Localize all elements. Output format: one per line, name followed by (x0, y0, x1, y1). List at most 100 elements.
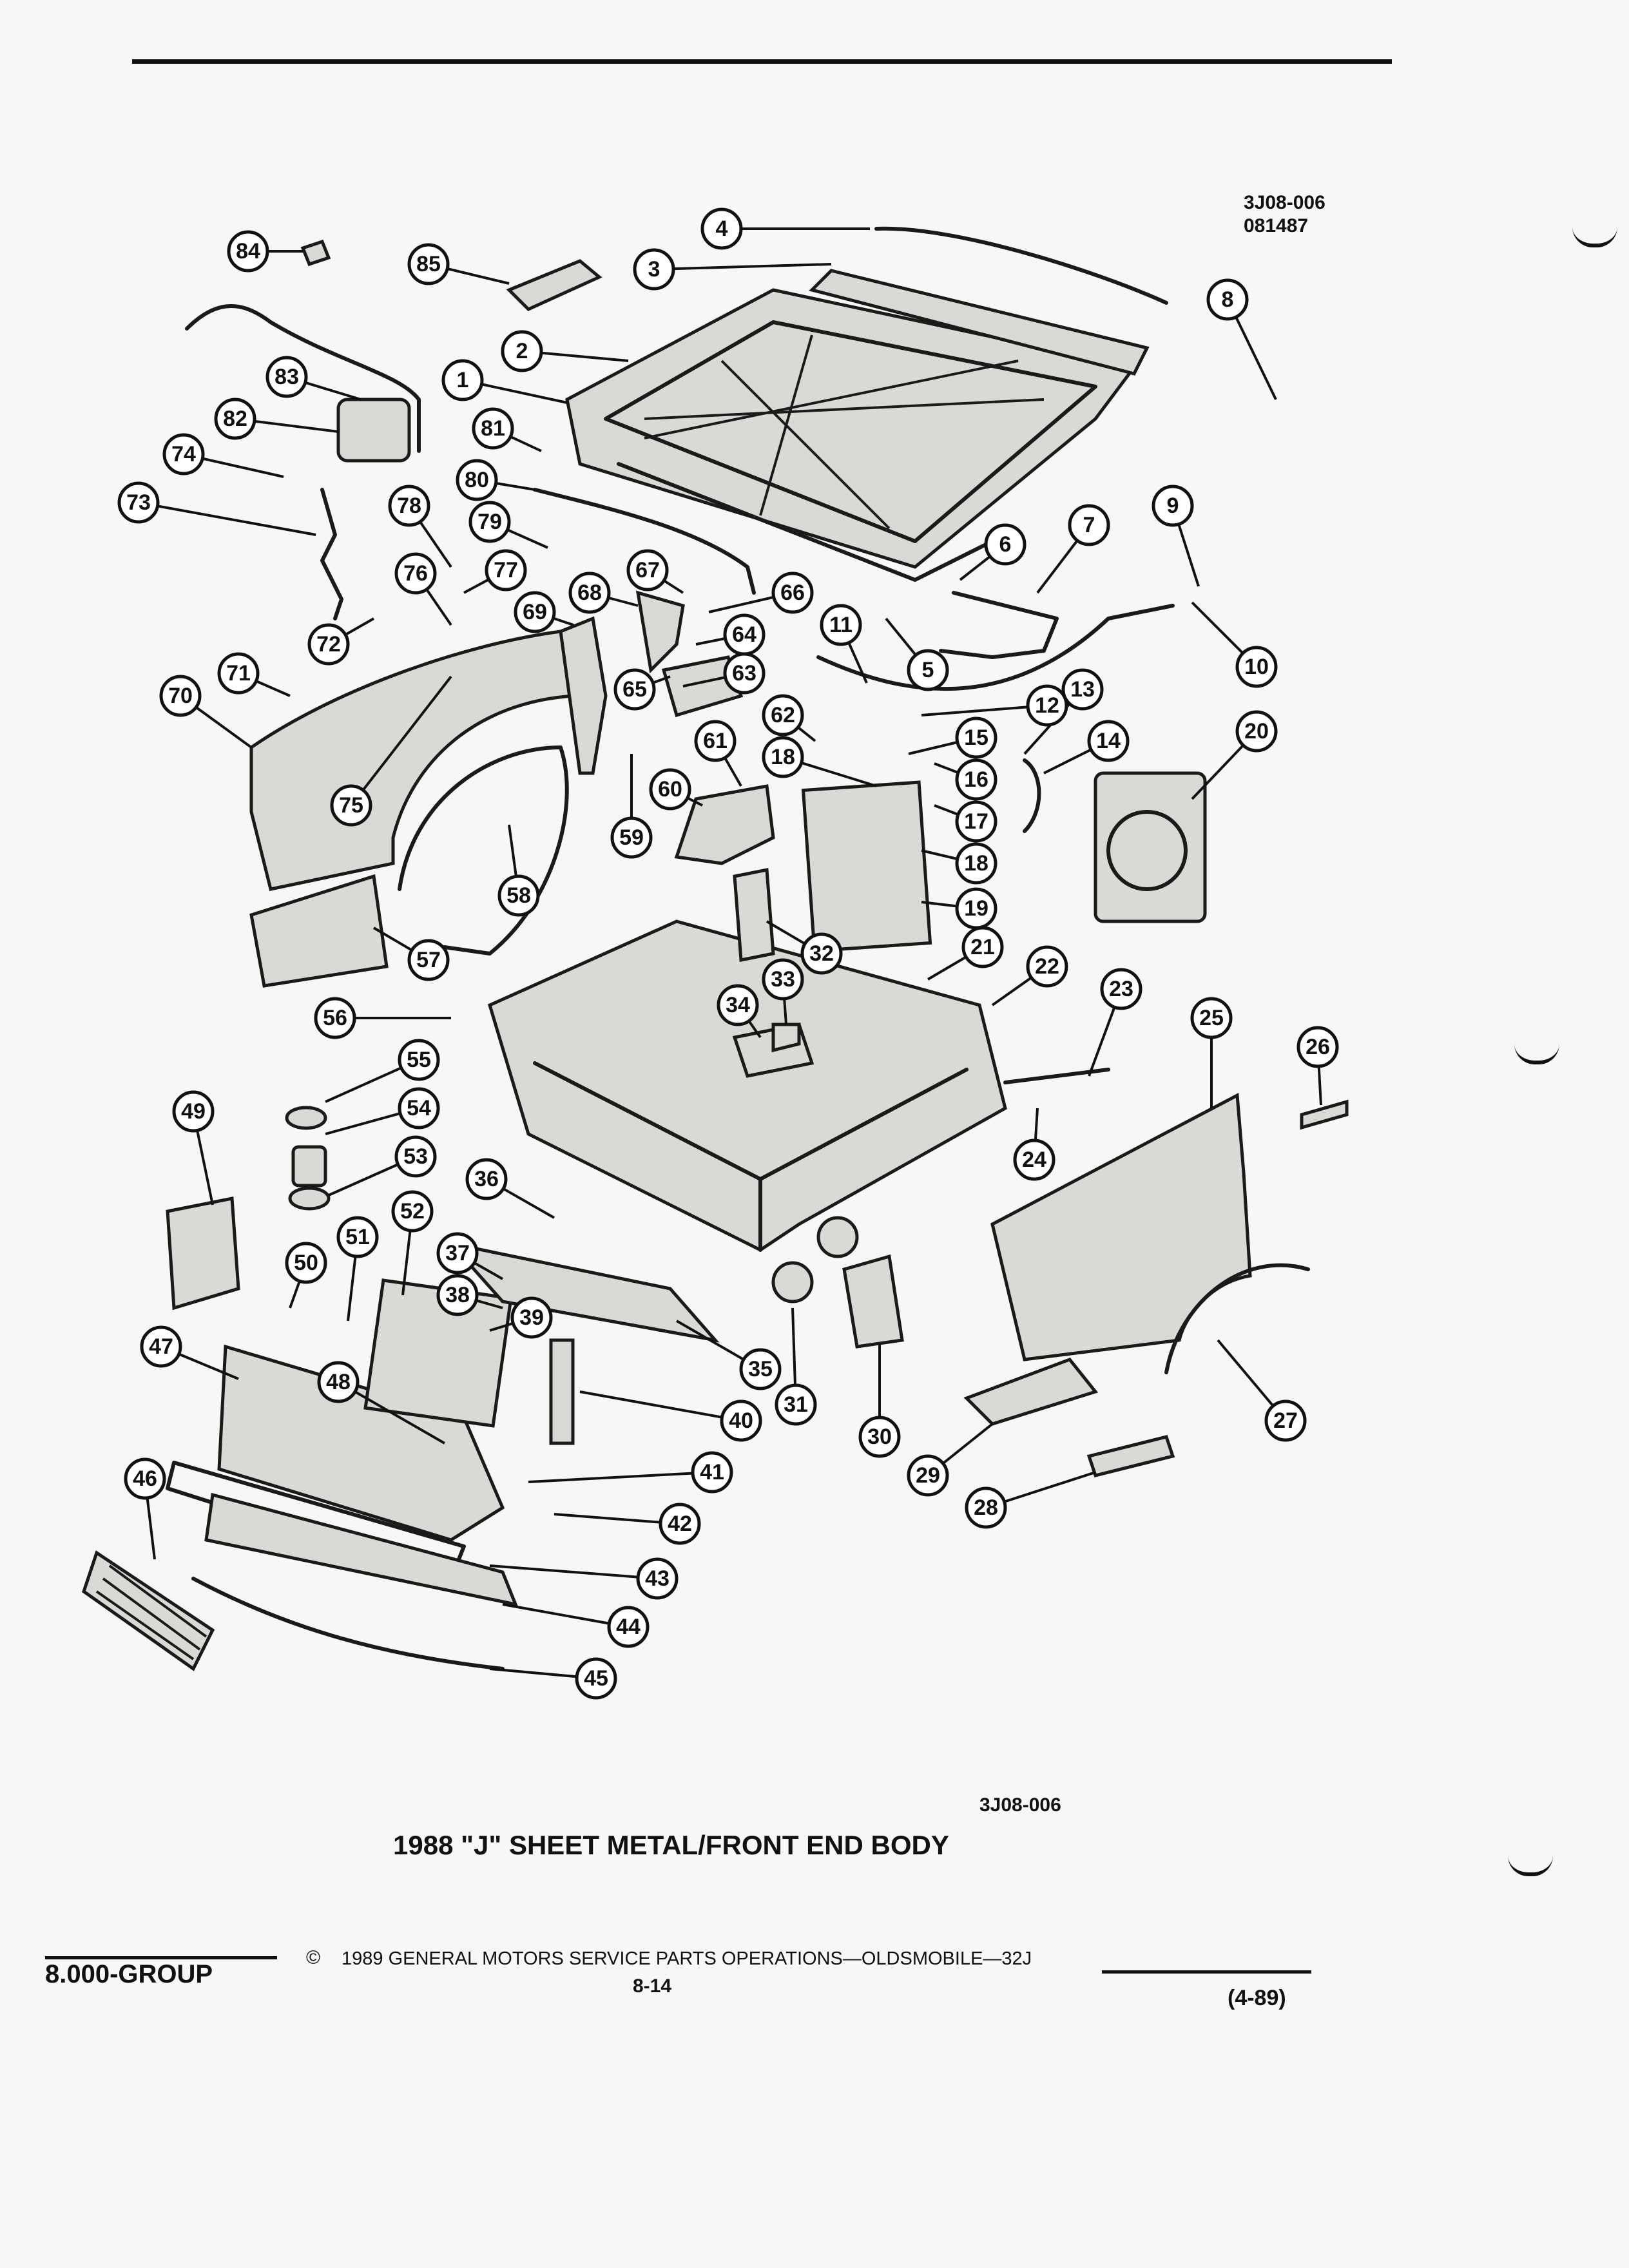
callout-number-43: 43 (645, 1566, 670, 1591)
callout-circle-12 (1026, 684, 1068, 727)
callout-circle-7 (1068, 504, 1110, 546)
callout-circle-27 (1264, 1399, 1307, 1442)
callout-47: 47 (140, 1325, 182, 1368)
leader-line-43 (489, 1564, 658, 1580)
callout-1: 1 (441, 359, 484, 401)
binder-mark-1 (1572, 227, 1617, 247)
callout-circle-73 (117, 481, 160, 524)
seal-drawing (549, 1338, 575, 1445)
footer-rule-right (1102, 1970, 1311, 1974)
callout-circle-30 (858, 1416, 901, 1458)
hood-hinge-drawing (506, 259, 602, 311)
callout-42: 42 (659, 1503, 701, 1545)
callout-circle-56 (314, 997, 356, 1039)
callout-number-39: 39 (519, 1305, 544, 1330)
callout-6: 6 (984, 523, 1027, 566)
callout-48: 48 (317, 1361, 360, 1403)
callout-circle-1 (441, 359, 484, 401)
callout-circle-17 (955, 800, 998, 843)
callout-number-80: 80 (465, 468, 489, 492)
hood-bumper-drawing (300, 239, 331, 267)
callout-number-85: 85 (416, 252, 441, 276)
callout-number-50: 50 (294, 1251, 318, 1275)
callout-number-54: 54 (407, 1096, 431, 1120)
callout-circle-81 (472, 407, 514, 450)
callout-number-5: 5 (922, 658, 934, 682)
callout-circle-78 (388, 485, 430, 527)
callout-19: 19 (955, 887, 998, 930)
callout-14: 14 (1087, 720, 1130, 762)
callout-49: 49 (172, 1090, 215, 1133)
callout-circle-35 (739, 1348, 782, 1390)
callout-76: 76 (394, 552, 437, 595)
callout-number-3: 3 (648, 257, 660, 282)
callout-circle-85 (407, 243, 450, 285)
bracket-33-drawing (771, 1023, 801, 1053)
callout-circle-66 (771, 572, 814, 614)
callout-81: 81 (472, 407, 514, 450)
fender-lamp-drawing (1086, 1435, 1175, 1477)
battery-tray-drawing (249, 874, 389, 988)
hood-strut-drawing (1003, 1068, 1110, 1084)
callout-25: 25 (1190, 997, 1233, 1039)
callout-number-63: 63 (732, 661, 757, 686)
callout-number-67: 67 (635, 558, 660, 582)
callout-58: 58 (497, 874, 540, 917)
callout-number-8: 8 (1222, 287, 1234, 312)
callout-number-29: 29 (916, 1463, 940, 1488)
callout-number-15: 15 (964, 726, 988, 750)
callout-18b: 18 (955, 842, 998, 885)
callout-10: 10 (1235, 646, 1278, 688)
copyright-text: 1989 GENERAL MOTORS SERVICE PARTS OPERAT… (342, 1948, 1032, 1969)
callout-number-70: 70 (168, 684, 193, 708)
hood-weatherstrip-drawing (874, 226, 1168, 305)
radiator-drawing (801, 780, 932, 953)
coolant-recovery-tank-drawing (674, 784, 775, 865)
callout-number-6: 6 (999, 532, 1012, 557)
callout-circle-59 (610, 816, 653, 859)
callout-circle-71 (217, 652, 260, 695)
callout-13: 13 (1061, 668, 1104, 711)
callout-31: 31 (775, 1383, 817, 1426)
callout-84: 84 (227, 230, 269, 273)
callout-circle-75 (330, 784, 372, 827)
fan-drawing (1106, 810, 1188, 891)
sensor-body-drawing (291, 1145, 327, 1187)
fender-shield-drawing (559, 616, 608, 775)
callout-number-32: 32 (809, 941, 834, 966)
callout-circle-83 (265, 356, 308, 398)
callout-number-62: 62 (771, 703, 795, 727)
callout-number-25: 25 (1199, 1006, 1224, 1030)
callout-circle-82 (214, 398, 256, 440)
callout-circle-76 (394, 552, 437, 595)
callout-56: 56 (314, 997, 356, 1039)
callout-73: 73 (117, 481, 160, 524)
callout-number-84: 84 (236, 239, 260, 264)
callout-70: 70 (159, 675, 202, 717)
sensor-ring-drawing (285, 1106, 327, 1130)
callout-number-72: 72 (316, 632, 341, 657)
callout-circle-11 (820, 604, 862, 646)
wheel-opening-molding-drawing (1164, 1263, 1310, 1374)
leader-line-40 (579, 1390, 742, 1422)
callout-number-14: 14 (1096, 729, 1121, 753)
callout-circle-65 (613, 668, 656, 711)
callout-circle-21 (961, 926, 1004, 968)
binder-mark-2 (1514, 1044, 1559, 1064)
horn-drawing (771, 1261, 814, 1303)
hood-release-cable-drawing (533, 488, 756, 595)
callout-68: 68 (568, 572, 611, 614)
callout-21: 21 (961, 926, 1004, 968)
callout-32: 32 (800, 932, 843, 975)
callout-circle-18b (955, 842, 998, 885)
callout-circle-31 (775, 1383, 817, 1426)
callout-circle-41 (691, 1451, 733, 1494)
left-fender-drawing (249, 629, 576, 891)
callout-5: 5 (907, 649, 949, 691)
callout-circle-39 (510, 1296, 553, 1339)
callout-circle-2 (501, 330, 543, 372)
hood-latch-drawing (320, 488, 343, 620)
engine-harness-drawing (939, 591, 1059, 659)
